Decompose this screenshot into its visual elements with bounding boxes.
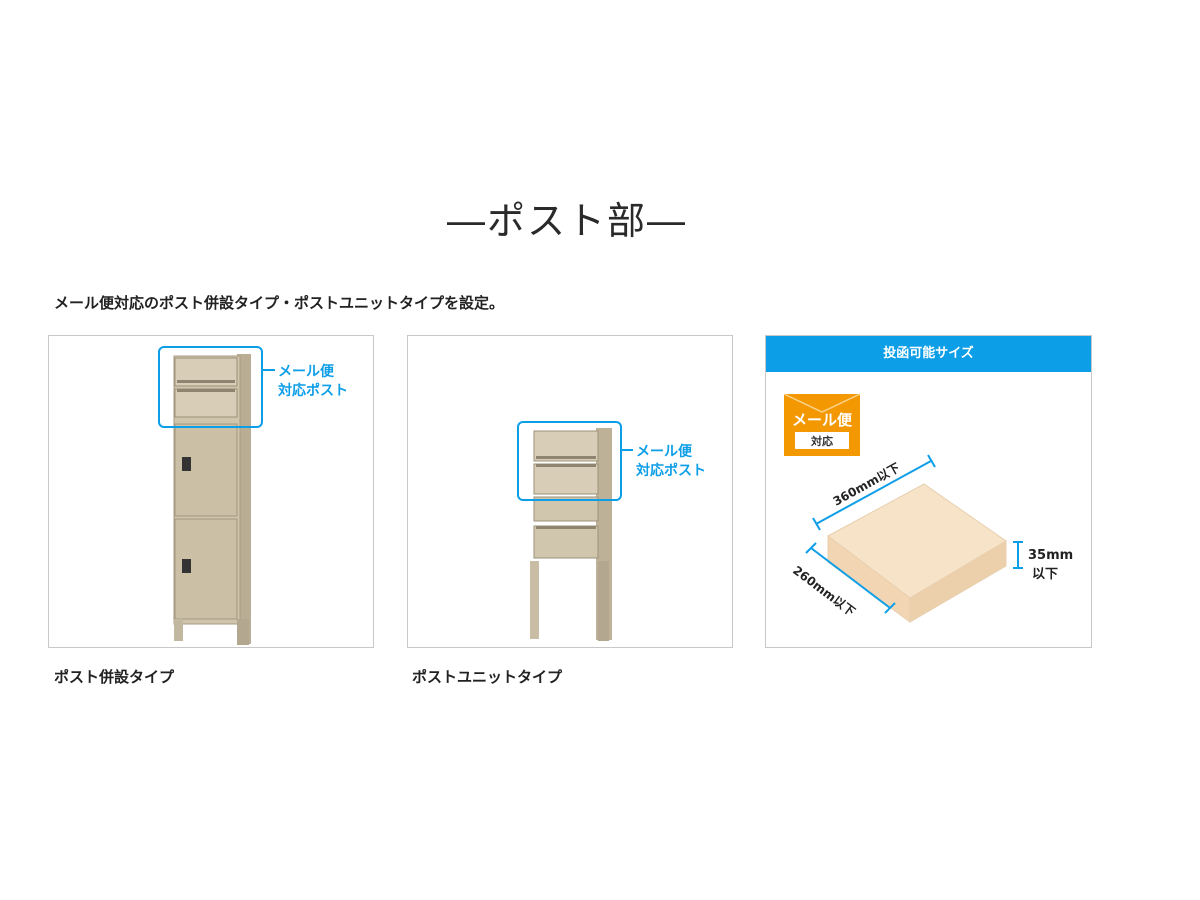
width-dimension-line bbox=[810, 547, 891, 609]
callout-line2: 対応ポスト bbox=[635, 462, 706, 479]
locker-door-upper bbox=[174, 423, 238, 517]
post-leg-right bbox=[598, 561, 609, 641]
mail-slot-4 bbox=[536, 526, 596, 529]
size-diagram: メール便 対応 360mm以下 260mm以下 35mm 以下 bbox=[783, 393, 1073, 623]
mail-slot-unit-2 bbox=[174, 388, 238, 418]
combined-post-illustration: メール便 対応ポスト bbox=[158, 346, 348, 645]
mail-slot-2 bbox=[536, 464, 596, 467]
post-unit-4 bbox=[533, 525, 599, 559]
width-dimension-tick-end bbox=[884, 602, 896, 614]
mail-slot-unit-2 bbox=[533, 463, 599, 495]
size-panel-header: 投函可能サイズ bbox=[766, 336, 1091, 372]
callout-line1: メール便 bbox=[278, 363, 335, 380]
caption-combined-type: ポスト併設タイプ bbox=[54, 668, 175, 686]
keypad-icon bbox=[182, 559, 191, 573]
page-subtitle: メール便対応のポスト併設タイプ・ポストユニットタイプを設定。 bbox=[54, 294, 505, 312]
length-dimension-line bbox=[815, 460, 932, 525]
box-right-face bbox=[909, 540, 1007, 623]
size-panel: 投函可能サイズ メール便 対応 360mm以下 260mm以下 35mm 以下 bbox=[765, 335, 1092, 648]
width-dimension-tick-start bbox=[805, 542, 817, 554]
post-leg-right bbox=[237, 619, 249, 645]
page-title: ―ポスト部― bbox=[446, 199, 687, 243]
unit-post-illustration: メール便 対応ポスト bbox=[517, 421, 706, 641]
mail-post-highlight bbox=[517, 421, 622, 501]
post-leg-left bbox=[530, 561, 539, 639]
product-panel-unit: メール便 対応ポスト bbox=[407, 335, 733, 648]
height-label-line1: 35mm bbox=[1028, 548, 1073, 563]
badge-top-text: メール便 bbox=[792, 411, 853, 429]
length-dimension-tick-end bbox=[927, 454, 936, 468]
mail-slot-1 bbox=[536, 456, 596, 459]
badge-bottom-text: 対応 bbox=[810, 434, 833, 448]
mail-slot-1 bbox=[177, 380, 235, 383]
caption-unit-type: ポストユニットタイプ bbox=[412, 668, 563, 686]
height-label-line2: 以下 bbox=[1032, 567, 1058, 582]
callout-line1: メール便 bbox=[636, 443, 693, 460]
callout-line2: 対応ポスト bbox=[277, 382, 348, 399]
mail-post-highlight bbox=[158, 346, 263, 428]
post-leg-left bbox=[174, 619, 183, 641]
length-dimension-tick-start bbox=[812, 517, 821, 531]
mail-slot-2 bbox=[177, 389, 235, 392]
keypad-icon bbox=[182, 457, 191, 471]
product-panel-combined: メール便 対応ポスト bbox=[48, 335, 374, 648]
mail-service-badge: メール便 対応 bbox=[783, 393, 861, 456]
